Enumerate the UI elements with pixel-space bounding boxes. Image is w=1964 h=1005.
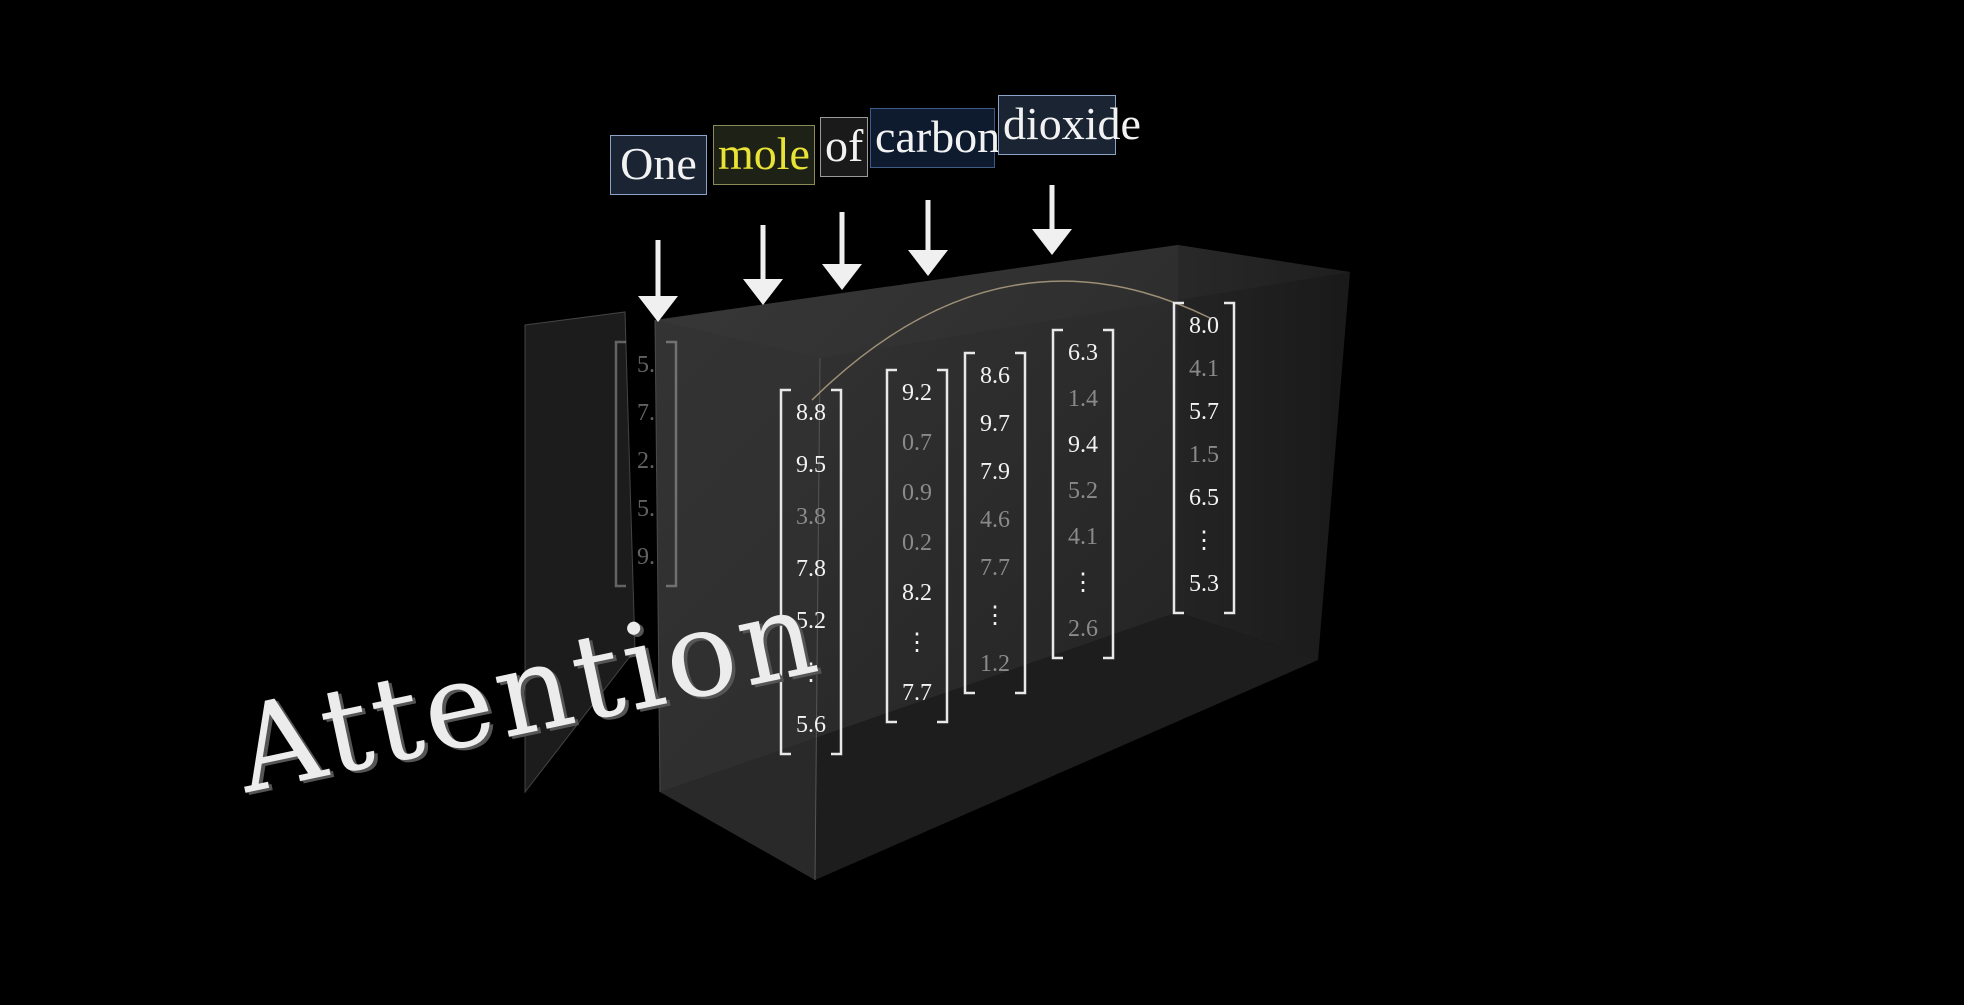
vector-value: 4.1 [1068,524,1098,550]
vector-value: 9.7 [980,411,1010,437]
vector-value: 4.6 [980,507,1010,533]
vector-bracket-right [1015,351,1027,695]
vector-value: 0.7 [902,430,932,456]
vector-value: 6.5 [1189,485,1219,511]
vector-value: 4.1 [1189,356,1219,382]
vector-value: 1.4 [1068,386,1098,412]
vector-bracket-left [1051,328,1063,660]
vector-value: ⋮ [1192,528,1216,554]
vector-5: 8.0 4.1 5.7 1.5 6.5 ⋮ 5.3 [1172,301,1236,615]
down-arrow-icon [638,240,678,322]
vector-value: 5.2 [796,608,826,634]
vector-bracket-right [666,340,678,588]
vector-value: ⋮ [905,630,929,656]
vector-value: 2. [637,448,655,474]
vector-0: 5. 7. 2. 5. 9. [614,340,678,588]
vector-value: 8.0 [1189,313,1219,339]
vector-value: 9.4 [1068,432,1098,458]
vector-value: 5.7 [1189,399,1219,425]
vectors: 5. 7. 2. 5. 9. 8.8 9.5 3.8 7.8 5.2 ⋮ 5.6 9.2 0.7 0.9 0.… [614,301,1236,756]
token-dioxide: dioxide [998,95,1141,155]
attention-arc [811,280,1211,401]
vector-bracket-left [1172,301,1184,615]
box-right-face [1178,245,1350,660]
vector-value: 9.2 [902,380,932,406]
vector-value: 1.5 [1189,442,1219,468]
vector-4: 6.3 1.4 9.4 5.2 4.1 ⋮ 2.6 [1051,328,1115,660]
down-arrow-icon [908,200,948,276]
down-arrow-icon [743,225,783,305]
vector-value: 6.3 [1068,340,1098,366]
vector-value: 8.8 [796,400,826,426]
vector-bracket-left [614,340,626,588]
attention-box [524,245,1350,881]
vector-value: 0.9 [902,480,932,506]
vector-bracket-left [963,351,975,695]
vector-value: 5.3 [1189,571,1219,597]
vector-value: 5. [637,496,655,522]
vector-value: 7.7 [980,555,1010,581]
box-left-face [655,320,820,880]
vector-value: ⋮ [799,660,823,686]
token-of: of [820,117,868,177]
vector-bracket-right [1224,301,1236,615]
vector-value: 1.2 [980,651,1010,677]
token-mole: mole [713,125,815,185]
vector-2: 9.2 0.7 0.9 0.2 8.2 ⋮ 7.7 [885,368,949,724]
vector-value: 9.5 [796,452,826,478]
vector-value: 9. [637,544,655,570]
vector-value: 7. [637,400,655,426]
vector-value: 7.9 [980,459,1010,485]
vector-value: 5.6 [796,712,826,738]
vector-bracket-right [831,388,843,756]
vector-value: 5.2 [1068,478,1098,504]
vector-value: ⋮ [983,603,1007,629]
vector-value: 8.6 [980,363,1010,389]
vector-value: 7.8 [796,556,826,582]
vector-bracket-left [885,368,897,724]
token-one: One [610,135,707,195]
vector-value: 2.6 [1068,616,1098,642]
box-back-left [524,311,636,794]
vector-value: 5. [637,352,655,378]
vector-3: 8.6 9.7 7.9 4.6 7.7 ⋮ 1.2 [963,351,1027,695]
vector-value: 0.2 [902,530,932,556]
box-bottom [660,612,1318,880]
vector-value: ⋮ [1071,570,1095,596]
vector-bracket-right [937,368,949,724]
vector-value: 7.7 [902,680,932,706]
vector-value: 8.2 [902,580,932,606]
vector-bracket-left [779,388,791,756]
down-arrow-icon [1032,185,1072,255]
down-arrow-icon [822,212,862,290]
token-carbon: carbon [870,108,1000,168]
vector-value: 3.8 [796,504,826,530]
vector-1: 8.8 9.5 3.8 7.8 5.2 ⋮ 5.6 [779,388,843,756]
arrows [638,185,1072,322]
vector-bracket-right [1103,328,1115,660]
